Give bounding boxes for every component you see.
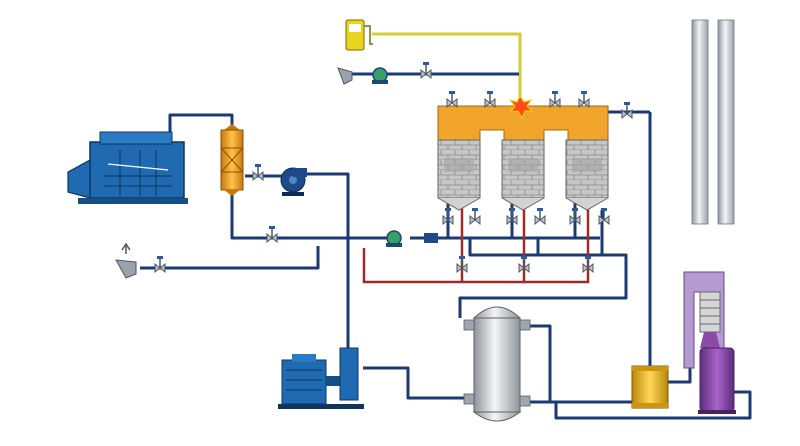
oxidizer-top-valve-4[interactable]	[578, 90, 590, 108]
exhaust-valve[interactable]	[621, 101, 633, 119]
gas-inlet-nozzle	[337, 67, 353, 85]
main-line-pump-icon	[386, 230, 438, 247]
air-inlet-valve[interactable]	[154, 255, 166, 273]
manifold-valve-4[interactable]	[534, 207, 546, 225]
purple-stack	[683, 271, 736, 414]
filter-column	[220, 124, 244, 196]
main-fan	[278, 347, 364, 409]
gas-pump-icon	[372, 67, 388, 84]
burner-flame-icon	[508, 95, 534, 120]
production-unit	[67, 131, 188, 204]
regenerative-oxidizer	[437, 105, 609, 211]
main-line-valve[interactable]	[266, 225, 278, 243]
oxidizer-top-valve-3[interactable]	[549, 90, 561, 108]
blower-fan-icon	[280, 167, 307, 196]
main-pipework	[140, 72, 752, 420]
yellow-cylinder	[631, 365, 669, 409]
heat-exchanger	[463, 306, 531, 422]
gas-valve[interactable]	[420, 61, 432, 79]
manifold-valve-2[interactable]	[469, 207, 481, 225]
air-inlet-nozzle	[115, 242, 137, 279]
oxidizer-top-valve-1[interactable]	[446, 90, 458, 108]
filter-outlet-valve[interactable]	[252, 163, 264, 181]
oxidizer-top-valve-2[interactable]	[484, 90, 496, 108]
hot-return-line	[362, 206, 590, 284]
fuel-pump-icon	[345, 19, 373, 51]
exhaust-stacks	[691, 19, 735, 225]
fuel-line	[372, 32, 522, 104]
